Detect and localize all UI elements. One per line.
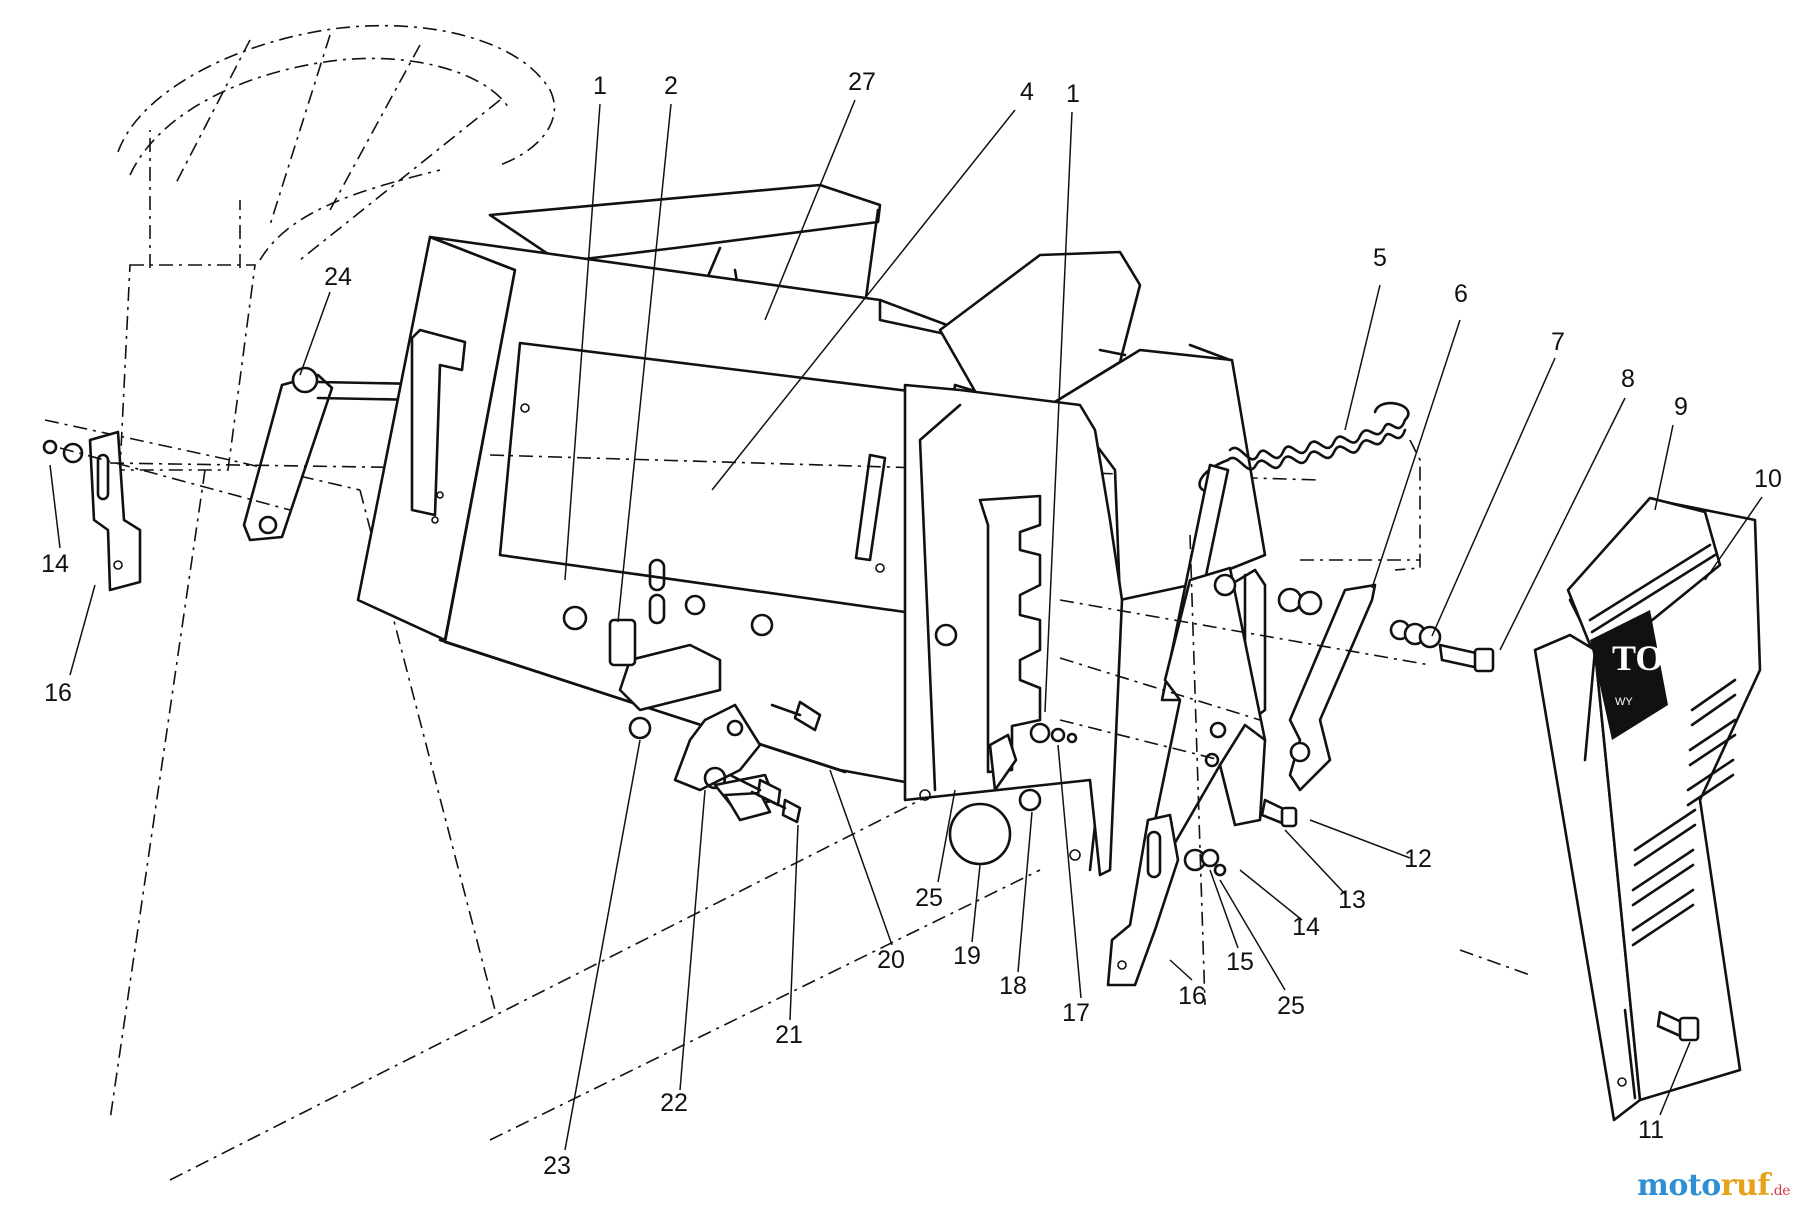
- center-bracket-assembly: [562, 558, 822, 824]
- callout-c18: 18: [999, 972, 1027, 1000]
- callout-c27: 27: [848, 68, 876, 96]
- callout-c4: 4: [1020, 78, 1034, 106]
- decal-sub-text: WY: [1615, 696, 1633, 708]
- callout-c1b: 1: [1066, 80, 1080, 108]
- callout-c11: 11: [1638, 1116, 1664, 1144]
- watermark-suffix: .de: [1769, 1183, 1791, 1199]
- callout-c21: 21: [775, 1021, 803, 1049]
- callout-c14a: 14: [41, 550, 69, 578]
- callout-c17: 17: [1062, 999, 1090, 1027]
- callout-c9: 9: [1674, 393, 1688, 421]
- callout-c22: 22: [660, 1089, 688, 1117]
- tractor-outline: [44, 24, 1683, 1181]
- watermark-part2: ruf: [1720, 1168, 1771, 1203]
- callout-c16a: 16: [44, 679, 72, 707]
- watermark-logo: motoruf.de: [1637, 1168, 1790, 1203]
- callout-c6: 6: [1454, 280, 1468, 308]
- callout-c19: 19: [953, 942, 981, 970]
- callout-c8: 8: [1621, 365, 1635, 393]
- callout-c25a: 25: [915, 884, 943, 912]
- spring-linkage: [1059, 401, 1495, 1006]
- callout-c1a: 1: [593, 72, 607, 100]
- callout-c15: 15: [1226, 948, 1254, 976]
- callout-c24: 24: [324, 263, 352, 291]
- side-cover: TO WY: [1533, 496, 1762, 1122]
- cover-vent-slots: [1631, 678, 1737, 947]
- shift-lever-knob: [934, 623, 1078, 866]
- callout-c2: 2: [664, 72, 678, 100]
- callout-c10: 10: [1754, 465, 1782, 493]
- left-lever-assembly: [42, 366, 561, 592]
- callout-c25b: 25: [1277, 992, 1305, 1020]
- callout-c20: 20: [877, 946, 905, 974]
- callout-c5: 5: [1373, 244, 1387, 272]
- callout-c16b: 16: [1178, 982, 1206, 1010]
- callout-c13: 13: [1338, 886, 1366, 914]
- callout-c7: 7: [1551, 328, 1565, 356]
- callout-c14b: 14: [1292, 913, 1320, 941]
- callout-c23: 23: [543, 1152, 571, 1180]
- decal-brand-text: TO: [1612, 638, 1663, 678]
- watermark-part1: moto: [1637, 1168, 1721, 1203]
- callout-c12: 12: [1404, 845, 1432, 873]
- leader-lines: [49, 99, 1763, 1151]
